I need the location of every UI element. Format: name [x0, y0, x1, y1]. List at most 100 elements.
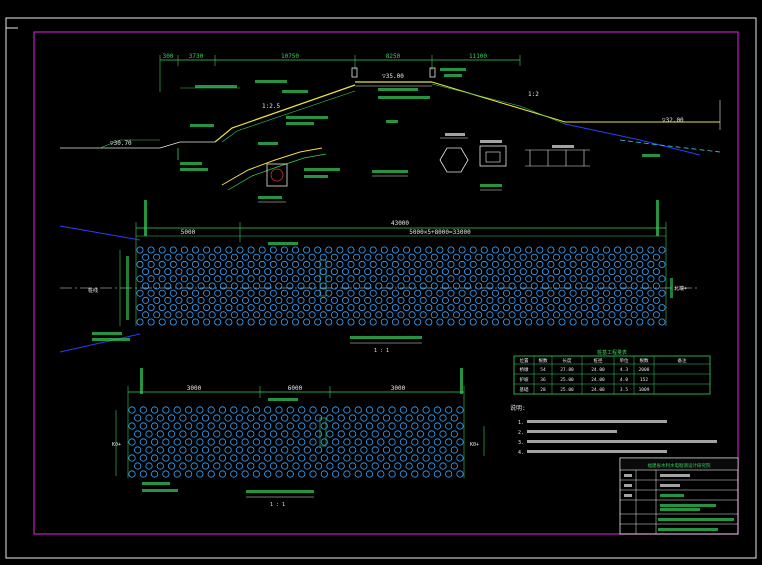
- pile-circle: [403, 260, 411, 268]
- pile-circle: [636, 318, 644, 326]
- pile-circle: [547, 304, 555, 312]
- table-frame: [513, 355, 711, 395]
- pile-circle: [445, 406, 453, 414]
- pile-circle: [236, 318, 244, 326]
- pile-circle: [134, 462, 142, 470]
- pile-circle: [319, 311, 327, 319]
- title-block: 福建省水利水电勘测设计研究院: [619, 457, 739, 535]
- pile-circle: [269, 246, 277, 254]
- pile-circle: [614, 246, 622, 254]
- pile-circle: [197, 282, 205, 290]
- pile-circle: [286, 470, 294, 478]
- pile-circle: [218, 454, 227, 462]
- pile-circle: [175, 311, 183, 319]
- pile-circle: [436, 260, 444, 268]
- pile-circle: [247, 414, 255, 422]
- pile-circle: [185, 438, 193, 446]
- pile-circle: [139, 454, 147, 462]
- left-slope-line: [214, 84, 356, 143]
- pile-circle: [480, 304, 488, 312]
- pile-circle: [508, 296, 516, 304]
- pile-circle: [147, 304, 155, 312]
- pile-circle: [280, 275, 288, 283]
- pile-circle: [491, 246, 499, 254]
- pile-circle: [502, 304, 510, 312]
- pile-circle: [190, 414, 198, 422]
- pile-circle: [364, 296, 372, 304]
- pile-circle: [536, 246, 544, 254]
- pile-circle: [452, 311, 460, 319]
- pile-circle: [325, 304, 333, 312]
- pile-circle: [326, 446, 334, 454]
- pile-circle: [491, 304, 499, 312]
- pile-circle: [625, 318, 633, 326]
- pile-circle: [380, 304, 388, 312]
- pile-circle: [147, 260, 155, 268]
- pile-circle: [394, 414, 402, 422]
- pile-circle: [491, 260, 499, 268]
- pile-circle: [275, 253, 283, 261]
- pile-circle: [190, 462, 198, 470]
- pile-circle: [153, 253, 161, 261]
- detail-drain-box: [266, 163, 288, 187]
- pile-circle: [241, 253, 249, 261]
- pile-circle: [314, 304, 322, 312]
- pile-circle: [603, 318, 611, 326]
- pile-circle: [158, 246, 166, 254]
- pile-circle: [179, 414, 187, 422]
- pile-circle: [235, 446, 243, 454]
- pile-circle: [236, 246, 244, 254]
- pile-circle: [377, 422, 385, 430]
- pile-circle: [264, 438, 272, 446]
- pile-circle: [391, 304, 399, 312]
- pile-circle: [303, 260, 311, 268]
- pile-circle: [191, 260, 199, 268]
- pile-circle: [391, 318, 399, 326]
- pile-circle: [353, 296, 361, 304]
- pile-circle: [375, 253, 383, 261]
- table-cell: 24.00: [591, 377, 605, 383]
- pile-circle: [347, 304, 355, 312]
- pile-circle: [647, 246, 655, 254]
- pile-circle: [208, 282, 216, 290]
- pile-circle: [464, 268, 472, 276]
- pile-circle: [608, 311, 616, 319]
- pile-circle: [337, 446, 345, 454]
- pile-circle: [309, 438, 317, 446]
- pile-circle: [258, 304, 266, 312]
- pile-circle: [186, 282, 194, 290]
- pile-circle: [180, 246, 188, 254]
- pile-circle: [502, 260, 510, 268]
- pile-circle: [291, 304, 299, 312]
- pile-circle: [491, 289, 499, 297]
- pile-circle: [218, 422, 227, 430]
- pile-circle: [380, 318, 388, 326]
- pile-circle: [325, 318, 333, 326]
- pile-circle: [325, 275, 333, 283]
- pile-circle: [341, 253, 349, 261]
- pile-circle: [630, 268, 638, 276]
- plan2-pile-grid: [128, 406, 464, 478]
- pile-circle: [258, 318, 266, 326]
- pile-circle: [292, 414, 300, 422]
- pile-circle: [403, 304, 411, 312]
- pile-circle: [608, 268, 616, 276]
- pile-circle: [275, 406, 283, 414]
- pile-circle: [580, 260, 588, 268]
- pile-circle: [456, 454, 464, 462]
- pile-circle: [280, 289, 288, 297]
- pile-circle: [365, 406, 374, 414]
- pile-circle: [558, 289, 566, 297]
- pile-circle: [369, 304, 377, 312]
- pile-circle: [647, 304, 655, 312]
- plan1-scale: 1 : 1: [374, 348, 389, 354]
- river-edge-upper: [59, 225, 141, 241]
- pile-circle: [308, 296, 316, 304]
- pile-circle: [464, 311, 472, 319]
- pile-circle: [275, 454, 283, 462]
- pile-circle: [430, 253, 438, 261]
- pile-circle: [603, 289, 611, 297]
- pile-circle: [292, 430, 300, 438]
- pile-circle: [636, 275, 644, 283]
- pile-circle: [452, 296, 460, 304]
